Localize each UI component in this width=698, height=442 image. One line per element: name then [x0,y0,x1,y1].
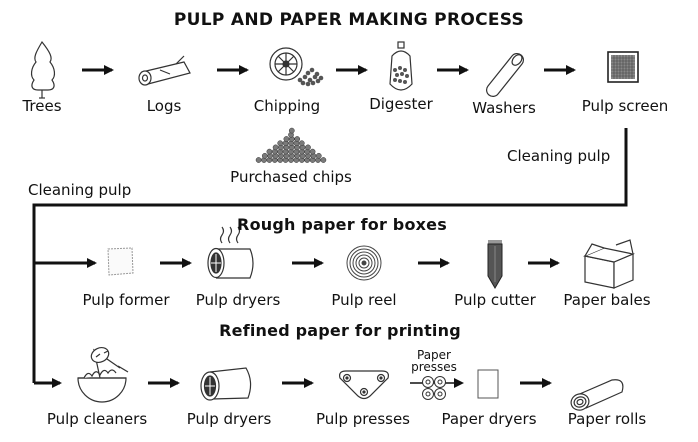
chip-sphere [266,148,273,155]
chip-sphere [288,127,295,134]
chip-sphere [294,136,301,142]
chipping-label: Chipping [253,97,321,115]
diagram-title: PULP AND PAPER MAKING PROCESS [173,10,525,30]
pulp-dryer-icon-row2 [207,226,254,279]
cleaning-pulp-connector [32,128,628,383]
pulp-screen-label: Pulp screen [581,97,669,115]
digester-icon [389,41,413,91]
digester-label: Digester [369,95,433,113]
rough-paper-heading: Rough paper for boxes [237,215,447,234]
pulp-reel-icon [346,245,382,281]
pulp-dryers-label-row3: Pulp dryers [186,410,272,428]
chip-sphere [255,157,262,163]
chip-sphere [261,152,268,159]
paper-bales-icon [582,239,636,289]
pulp-cleaner-icon [77,347,129,403]
cleaning-pulp-label-left: Cleaning pulp [28,181,132,199]
cleaning-pulp-label-right: Cleaning pulp [507,147,611,165]
chip-pile-icon [255,127,327,163]
chip-sphere [315,152,322,159]
pulp-dryers-label-row2: Pulp dryers [195,291,281,309]
logs-label: Logs [146,97,182,115]
paper-presses-label-line2: presses [411,360,457,374]
chip-sphere [309,148,316,155]
paper-roll-icon [570,379,624,411]
chip-sphere [298,140,305,147]
trees-label: Trees [22,97,62,115]
chip-sphere [283,136,290,142]
purchased-chips-label: Purchased chips [230,168,352,186]
paper-bales-label: Paper bales [563,291,651,309]
tree-icon [30,40,56,99]
paper-dryer-sheet-icon [477,369,499,399]
chip-sphere [272,144,279,151]
paper-dryers-label: Paper dryers [441,410,537,428]
paper-press-rollers-icon [422,376,446,400]
pulp-presses-label: Pulp presses [315,410,411,428]
paper-presses-label-line1: Paper [417,348,451,362]
connector-lines [32,128,628,388]
washers-label: Washers [472,99,536,117]
log-icon [138,55,191,86]
paper-rolls-label: Paper rolls [567,410,647,428]
washer-icon [486,53,524,97]
pulp-press-icon [339,370,389,400]
pulp-cutter-icon [487,240,503,289]
pulp-screen-icon [607,51,639,83]
pulp-former-icon [107,247,134,276]
chip-sphere [320,157,327,163]
pulp-cutter-label: Pulp cutter [454,291,536,309]
chipper-icon [269,47,324,87]
pulp-former-label: Pulp former [82,291,170,309]
pulp-cleaners-label: Pulp cleaners [46,410,148,428]
pulp-dryer-icon-row3 [200,367,252,401]
chip-sphere [305,144,311,151]
pulp-reel-label: Pulp reel [331,291,397,309]
chip-sphere [277,140,284,147]
refined-paper-heading: Refined paper for printing [219,321,461,340]
